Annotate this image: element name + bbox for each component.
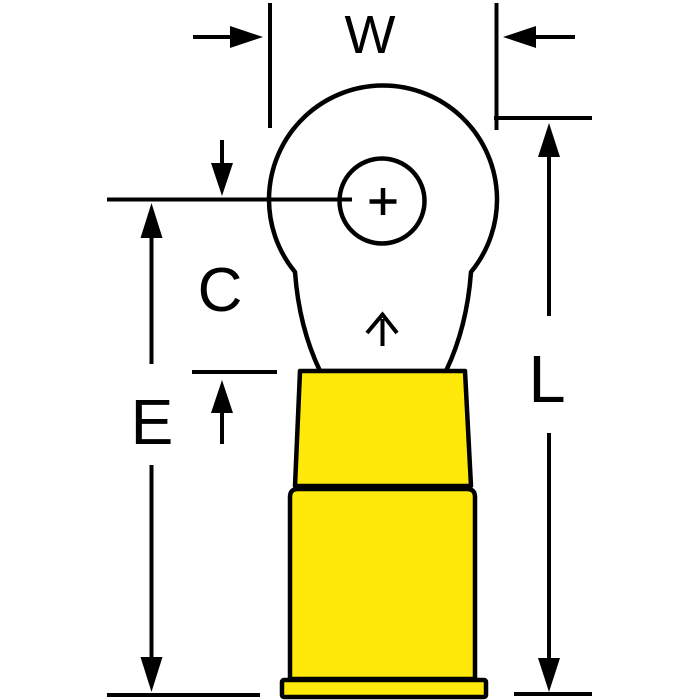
dimension-w: W [193, 3, 575, 130]
dim-l-arrowhead-bottom [538, 658, 560, 692]
wire-insert-up-arrow-icon [365, 311, 399, 346]
insulation-barrel-lower [287, 486, 478, 682]
insulation-flange [279, 677, 489, 700]
dim-w-arrowhead-right [503, 26, 536, 48]
dim-e-arrowhead-top [140, 203, 163, 238]
dim-c-label: C [198, 256, 243, 325]
dim-w-label: W [345, 5, 396, 65]
dim-e-label: E [131, 386, 174, 458]
dimension-c: C [192, 140, 277, 444]
dim-c-arrowhead-up [211, 380, 233, 413]
insulation-barrel-upper [292, 368, 474, 489]
dim-e-arrowhead-bottom [140, 657, 163, 692]
dim-l-label: L [528, 342, 565, 417]
hole-center-plus-icon [369, 188, 397, 215]
dim-c-arrowhead-down [211, 163, 233, 196]
dim-w-arrowhead-left [230, 26, 263, 48]
dimension-e: E [107, 203, 260, 697]
dim-l-arrowhead-top [538, 123, 560, 157]
dimension-l: L [494, 116, 592, 696]
